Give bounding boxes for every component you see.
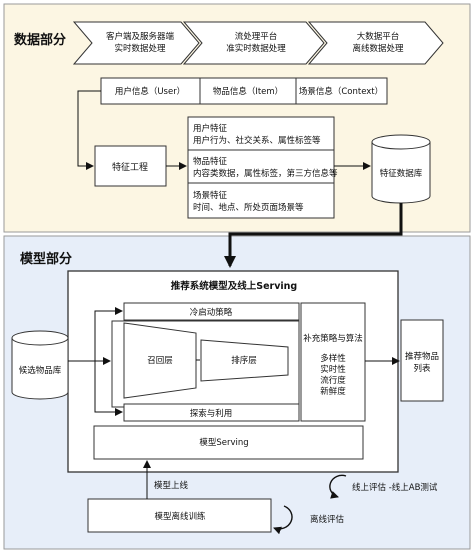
info-user-label: 用户信息（User） xyxy=(115,86,185,97)
offline-eval-label: 离线评估 xyxy=(310,514,345,525)
offline-training-box xyxy=(87,498,272,533)
ranking-layer-label: 排序层 xyxy=(231,355,257,366)
chevron-stream-line2: 准实时数据处理 xyxy=(226,43,286,54)
online-eval-label: 线上评估 -线上AB测试 xyxy=(352,482,438,493)
explore-exploit-box xyxy=(123,403,300,422)
info-context-label: 场景信息（Context） xyxy=(299,86,383,97)
supplement-popularity: 流行度 xyxy=(320,375,346,386)
ranking-layer-funnel xyxy=(200,339,289,382)
serving-title: 推荐系统模型及线上Serving xyxy=(171,280,297,292)
explore-exploit-label: 探索与利用 xyxy=(190,408,233,419)
model-section-title: 模型部分 xyxy=(20,251,72,267)
supplement-freshness: 新鲜度 xyxy=(320,386,346,397)
feature-database-label: 特征数据库 xyxy=(380,168,423,179)
supplement-diversity: 多样性 xyxy=(320,353,346,364)
supplement-strategy-box xyxy=(300,302,366,422)
feature-engineering-box xyxy=(94,145,167,187)
info-sources-box: 用户信息（User） 物品信息（Item） 场景信息（Context） xyxy=(100,77,388,105)
model-online-label: 模型上线 xyxy=(154,480,189,491)
pipeline-chevron-stream: 流处理平台 准实时数据处理 xyxy=(182,21,325,65)
candidates-to-explore-arrow xyxy=(94,361,123,416)
feature-engineering-label: 特征工程 xyxy=(112,161,148,173)
info-item-label: 物品信息（Item） xyxy=(213,86,283,97)
chevron-bigdata-line2: 离线数据处理 xyxy=(352,43,404,54)
user-feature-title: 用户特征 xyxy=(193,123,228,134)
cold-start-box xyxy=(123,302,300,321)
recall-layer-funnel xyxy=(123,322,197,399)
offline-eval-loop-icon xyxy=(273,505,293,535)
chevron-client-line2: 实时数据处理 xyxy=(114,43,166,54)
info-to-fe-arrow xyxy=(77,90,101,170)
supplement-title: 补充策略与算法 xyxy=(303,333,363,344)
supplement-realtime: 实时性 xyxy=(320,364,346,375)
candidate-items-label: 候选物品库 xyxy=(19,365,62,376)
recommended-list-line1: 推荐物品 xyxy=(405,351,439,362)
model-serving-label: 模型Serving xyxy=(199,437,248,448)
offline-training-label: 模型离线训练 xyxy=(154,511,206,522)
pipeline-chevron-bigdata: 大数据平台 离线数据处理 xyxy=(307,21,444,65)
context-feature-detail: 时间、地点、所处页面场景等 xyxy=(193,202,304,213)
online-eval-loop-icon xyxy=(329,474,347,499)
recommended-list-line2: 列表 xyxy=(413,363,431,374)
item-feature-title: 物品特征 xyxy=(193,156,228,167)
feature-database-cylinder: 特征数据库 xyxy=(371,134,431,204)
data-section-title: 数据部分 xyxy=(14,32,66,48)
pipeline-chevron-client: 客户端及服务器端 实时数据处理 xyxy=(72,21,200,65)
features-box: 用户特征 用户行为、社交关系、属性标签等 物品特征 内容类数据，属性标签，第三方… xyxy=(187,116,338,219)
recall-layer-label: 召回层 xyxy=(147,356,173,366)
model-serving-box xyxy=(93,425,364,460)
candidate-items-cylinder: 候选物品库 xyxy=(11,330,69,400)
recommended-list-box xyxy=(400,319,444,402)
chevron-stream-line1: 流处理平台 xyxy=(235,31,278,42)
user-feature-detail: 用户行为、社交关系、属性标签等 xyxy=(193,135,321,146)
db-to-serving-arrow xyxy=(224,203,403,268)
candidates-to-coldstart-arrow xyxy=(94,307,123,361)
chevron-client-line1: 客户端及服务器端 xyxy=(106,31,175,42)
context-feature-title: 场景特征 xyxy=(193,190,228,201)
item-feature-detail: 内容类数据，属性标签，第三方信息等 xyxy=(193,168,338,179)
cold-start-label: 冷启动策略 xyxy=(190,307,233,318)
chevron-bigdata-line1: 大数据平台 xyxy=(357,31,400,42)
